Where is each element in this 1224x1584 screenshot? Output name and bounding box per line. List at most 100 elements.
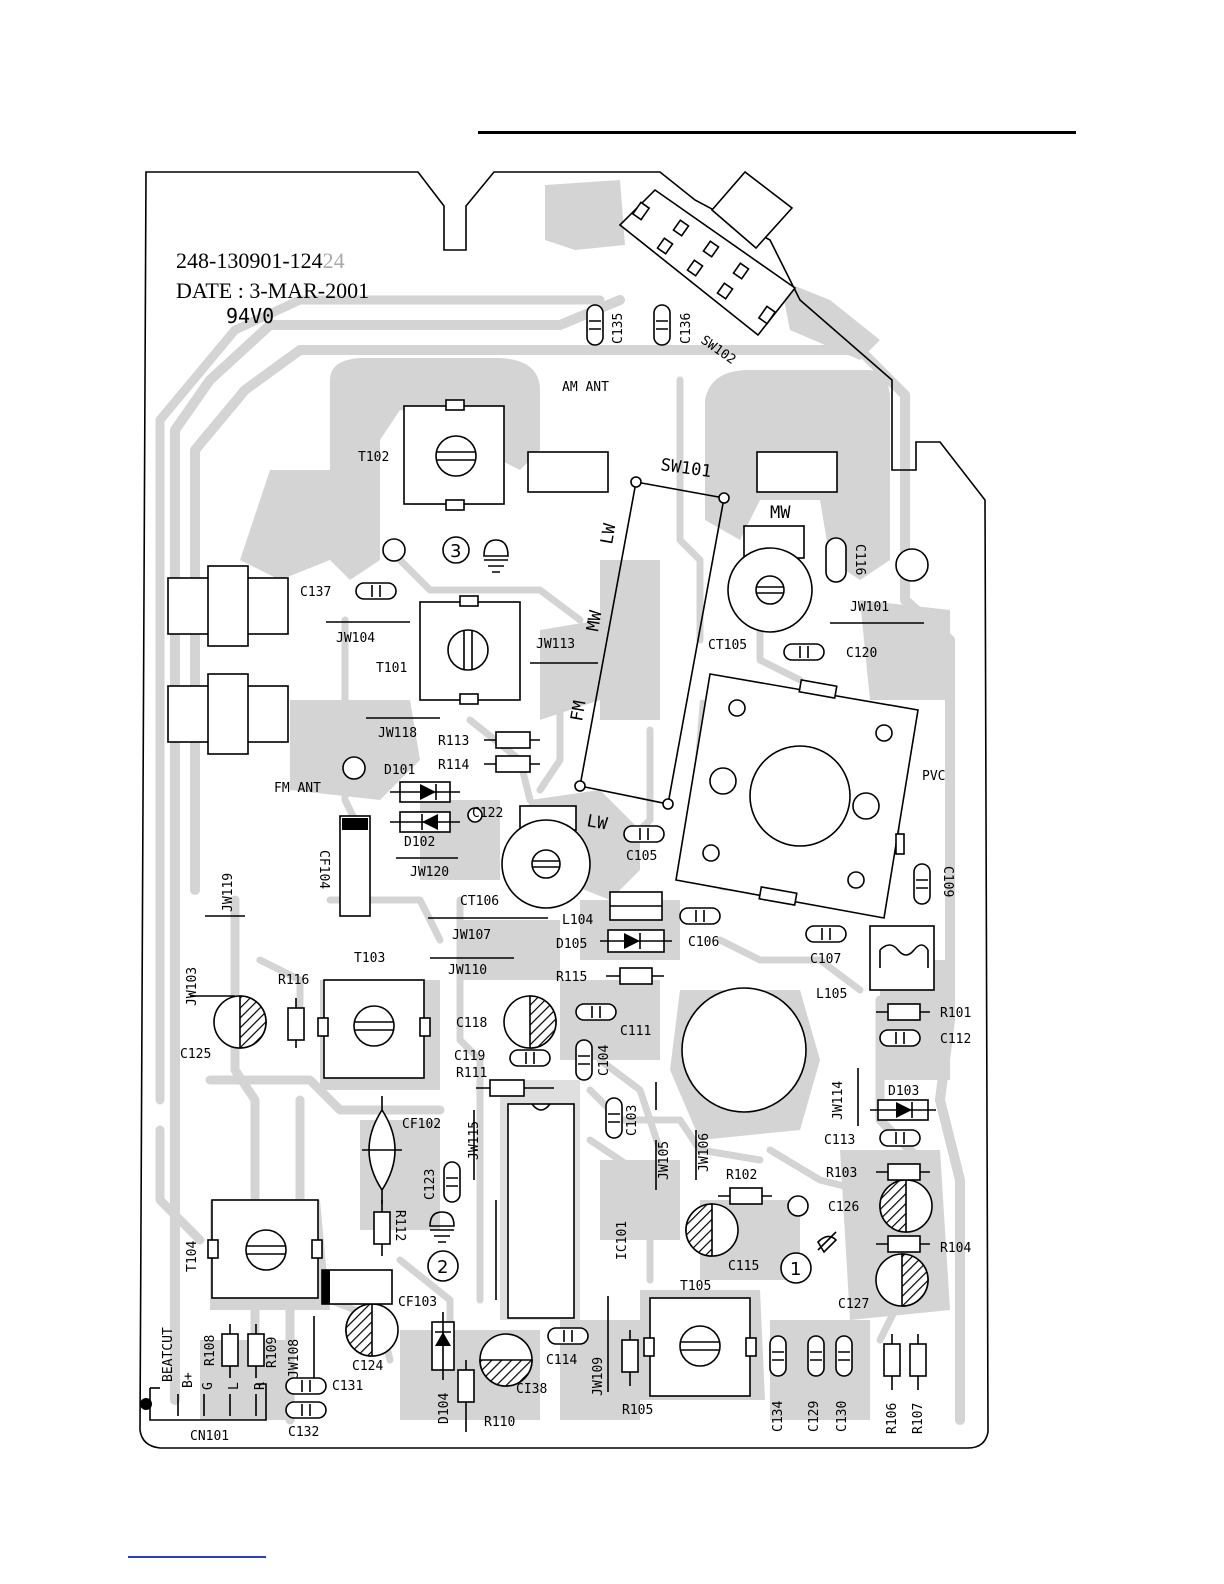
l104-label: L104 xyxy=(562,913,593,928)
tuning-capacitor-pvc xyxy=(675,673,919,919)
c103-label: C103 xyxy=(625,1105,640,1136)
pin-bplus-label: B+ xyxy=(181,1372,196,1388)
cf102-label: CF102 xyxy=(402,1117,441,1132)
capacitor-c114 xyxy=(547,1327,589,1345)
c136-label: C136 xyxy=(679,313,694,344)
c130-label: C130 xyxy=(835,1401,850,1432)
capacitor-c105 xyxy=(623,825,665,843)
jw119-label: JW119 xyxy=(221,873,236,912)
transformer-t102 xyxy=(403,399,505,511)
capacitor-c123 xyxy=(443,1161,461,1203)
jw104-label: JW104 xyxy=(336,631,375,646)
c119-label: C119 xyxy=(454,1049,485,1064)
coil-l105 xyxy=(869,925,935,991)
d102-label: D102 xyxy=(404,835,435,850)
board-part-number: 248-130901-12424 xyxy=(176,248,345,274)
trimmer-ct105 xyxy=(727,525,813,633)
ci38-label: CI38 xyxy=(516,1382,547,1397)
capacitor-c109 xyxy=(913,863,931,905)
filter-cf102 xyxy=(362,1096,402,1204)
c114-label: C114 xyxy=(546,1353,577,1368)
resistor-r108 xyxy=(221,1324,239,1378)
diode-d102 xyxy=(390,811,460,833)
c123-label: C123 xyxy=(423,1169,438,1200)
d104-label: D104 xyxy=(437,1393,452,1424)
jw113-label: JW113 xyxy=(536,637,575,652)
r109-label: R109 xyxy=(265,1337,280,1368)
pin-l-label: L xyxy=(227,1382,242,1390)
jw103-label: JW103 xyxy=(185,967,200,1006)
resistor-r103 xyxy=(876,1163,930,1181)
capacitor-c122 xyxy=(467,807,483,823)
capacitor-c103 xyxy=(605,1097,623,1139)
d105-label: D105 xyxy=(556,937,587,952)
ct105-label: CT105 xyxy=(708,638,747,653)
c118-label: C118 xyxy=(456,1016,487,1031)
r108-label: R108 xyxy=(203,1335,218,1366)
jw108-label: JW108 xyxy=(287,1339,302,1378)
band-label-lw-bottom: LW xyxy=(585,811,609,834)
jw118-label: JW118 xyxy=(378,726,417,741)
coil-l104 xyxy=(609,891,663,921)
mount-hole xyxy=(787,1195,809,1217)
c137-label: C137 xyxy=(300,585,331,600)
r110-label: R110 xyxy=(484,1415,515,1430)
r111-label: R111 xyxy=(456,1066,487,1081)
r105-label: R105 xyxy=(622,1403,653,1418)
fm-ant-label: FM ANT xyxy=(274,781,321,796)
resistor-r114 xyxy=(484,755,540,773)
c127-label: C127 xyxy=(838,1297,869,1312)
c134-label: C134 xyxy=(771,1401,786,1432)
capacitor-c107 xyxy=(805,925,847,943)
resistor-r109 xyxy=(247,1324,265,1378)
part-number-text: 248-130901-124 xyxy=(176,248,323,273)
c122-label: C122 xyxy=(472,806,503,821)
jw101-label: JW101 xyxy=(850,600,889,615)
cn101-label: CN101 xyxy=(190,1429,229,1444)
screw-1-number: 1 xyxy=(790,1259,801,1280)
transformer-t103 xyxy=(317,979,431,1079)
c106-label: C106 xyxy=(688,935,719,950)
screw-2-number: 2 xyxy=(437,1257,448,1278)
resistor-r107 xyxy=(909,1334,927,1390)
l105-label: L105 xyxy=(816,987,847,1002)
header-rule xyxy=(478,131,1076,134)
resistor-r106 xyxy=(883,1334,901,1390)
electrolytic-caps xyxy=(213,995,933,1387)
diode-d104 xyxy=(431,1312,455,1380)
d103-label: D103 xyxy=(888,1084,919,1099)
r113-label: R113 xyxy=(438,734,469,749)
c115-label: C115 xyxy=(728,1259,759,1274)
band-switch-sw101 xyxy=(574,476,730,810)
screw-3: 3 xyxy=(442,536,509,573)
screw-2: 2 xyxy=(427,1211,459,1282)
ct106-label: CT106 xyxy=(460,894,499,909)
c135-label: C135 xyxy=(611,313,626,344)
c111-label: C111 xyxy=(620,1024,651,1039)
footer-rule xyxy=(128,1556,266,1558)
screw-1: 1 xyxy=(780,1231,838,1284)
capacitor-c136 xyxy=(653,304,671,346)
c120-label: C120 xyxy=(846,646,877,661)
capacitor-c119 xyxy=(509,1049,551,1067)
resistor-r101 xyxy=(876,1003,930,1021)
resistor-r102 xyxy=(718,1187,772,1205)
t102-label: T102 xyxy=(358,450,389,465)
r104-label: R104 xyxy=(940,1241,971,1256)
t103-label: T103 xyxy=(354,951,385,966)
mw-label: MW xyxy=(770,503,791,523)
transformer-t105 xyxy=(643,1297,757,1397)
r115-label: R115 xyxy=(556,970,587,985)
r106-label: R106 xyxy=(885,1403,900,1434)
cf104-label: CF104 xyxy=(316,850,331,889)
slide-switch-sw102 xyxy=(618,170,797,337)
capacitor-c113 xyxy=(879,1129,921,1147)
jw110-label: JW110 xyxy=(448,963,487,978)
t104-label: T104 xyxy=(185,1241,200,1272)
beatcut-label: BEATCUT xyxy=(161,1327,176,1382)
capacitors xyxy=(285,304,931,1419)
jw107-label: JW107 xyxy=(452,928,491,943)
c125-label: C125 xyxy=(180,1047,211,1062)
diode-d101 xyxy=(390,781,460,803)
am-coil-window xyxy=(527,451,609,493)
